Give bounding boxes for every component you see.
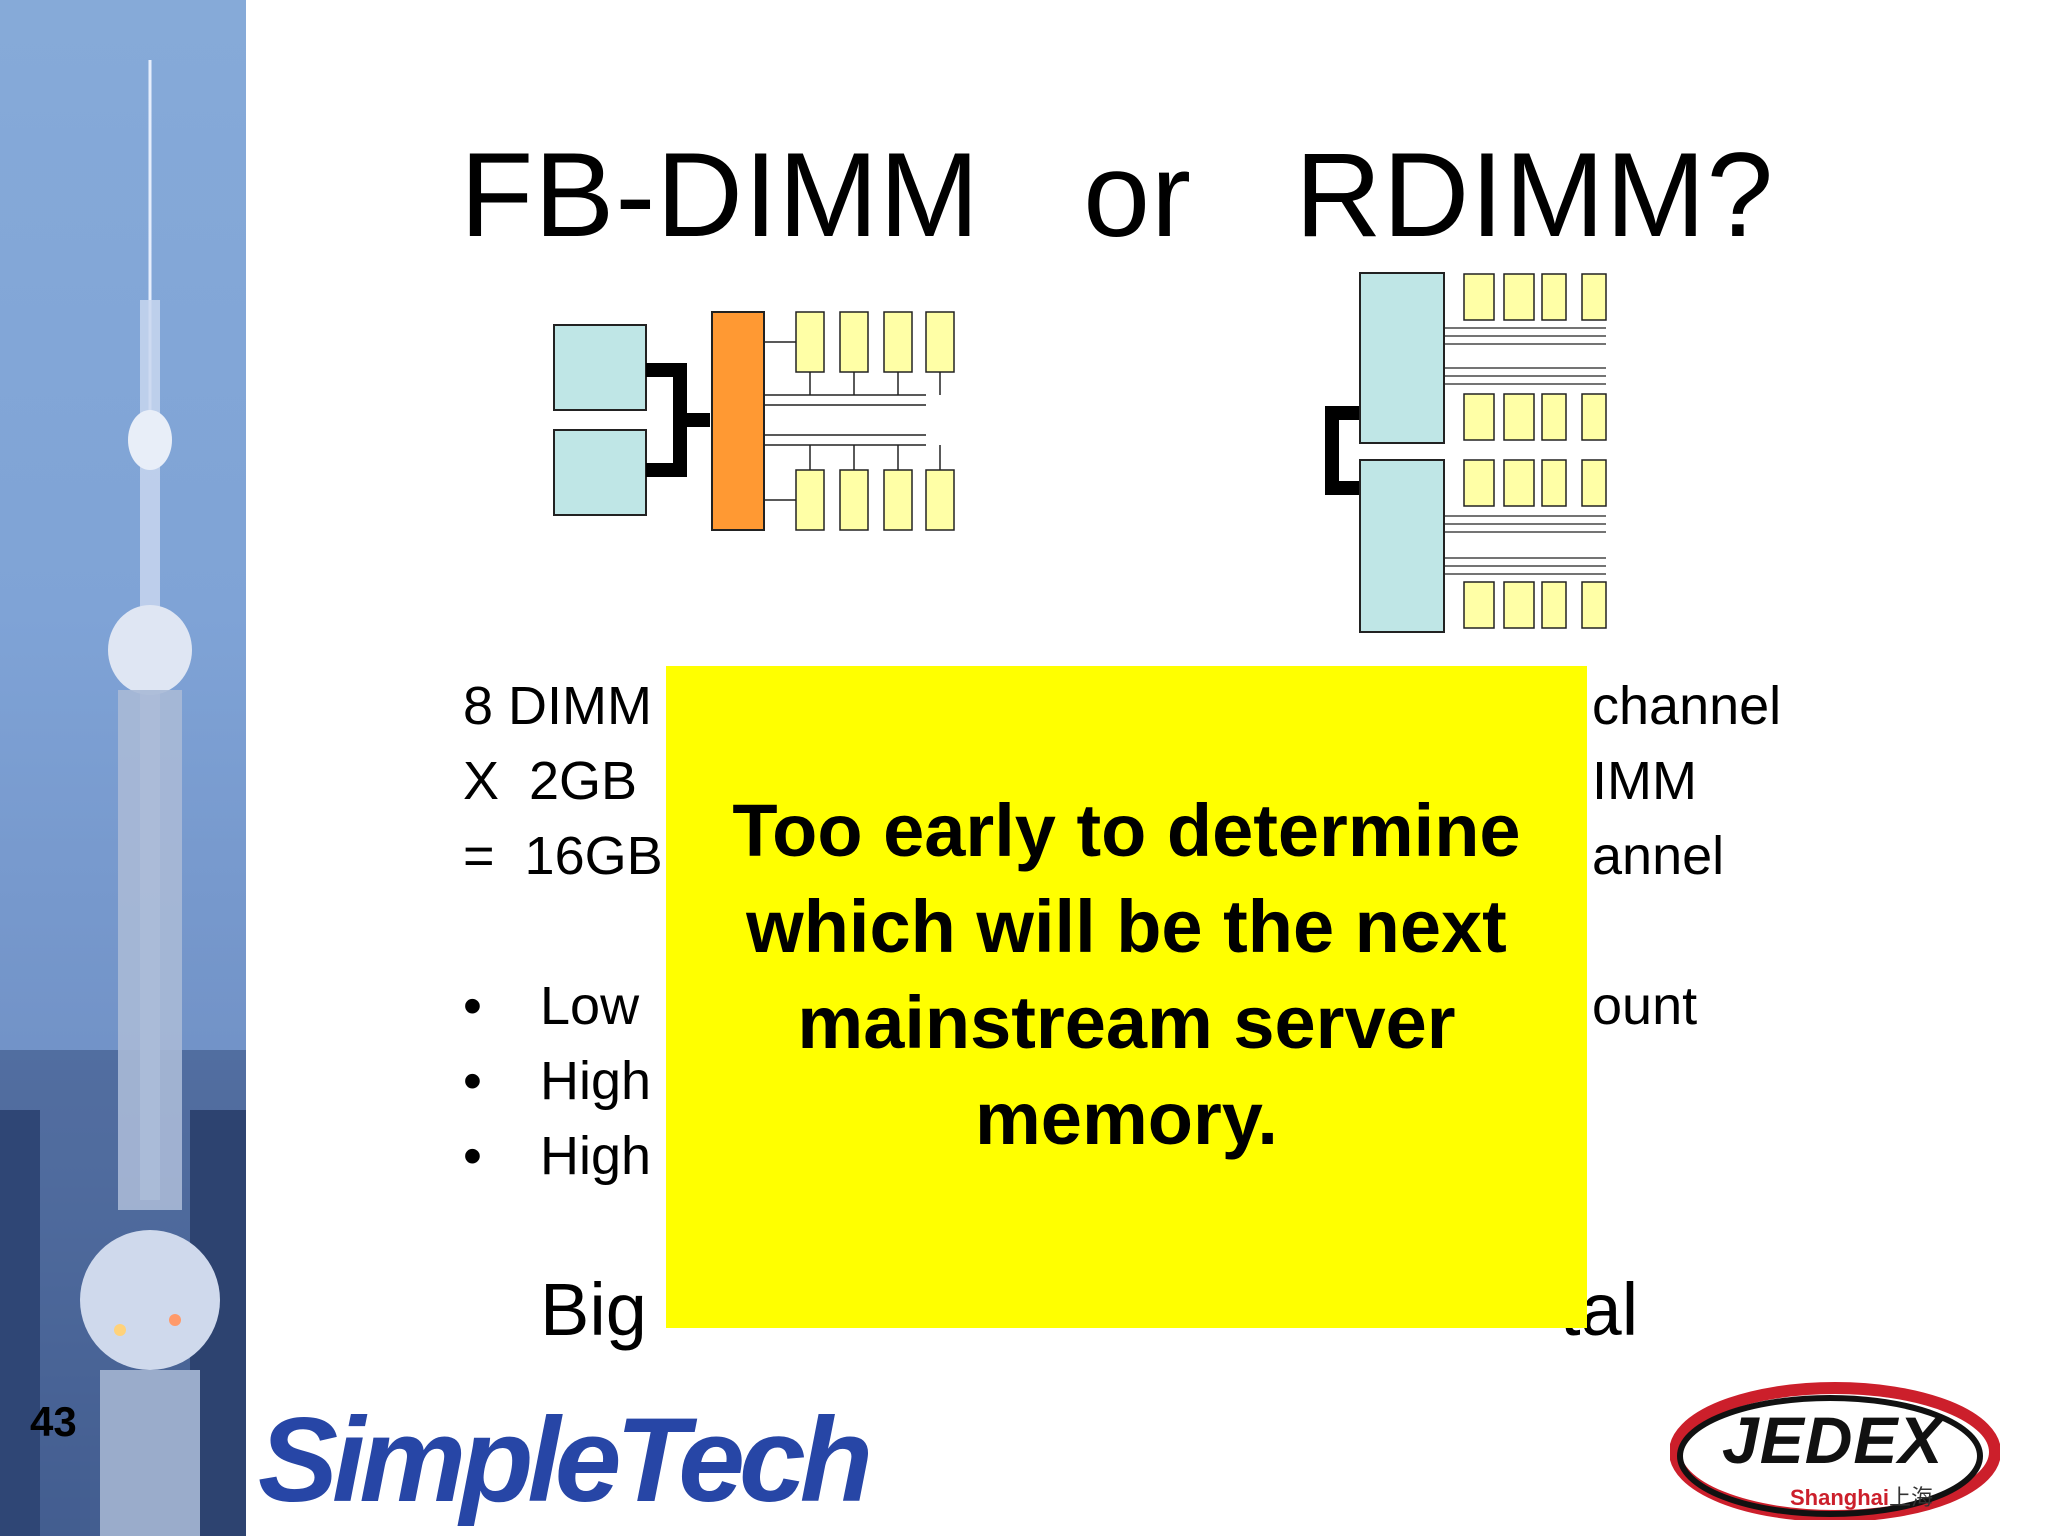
jedex-subtitle-en: Shanghai (1790, 1485, 1890, 1510)
jedex-subtitle: Shanghai上海 (1790, 1480, 1933, 1512)
memory-controller-bottom (1359, 459, 1445, 633)
memory-controller-top (1359, 272, 1445, 444)
callout-text: Too early to determine which will be the… (732, 788, 1521, 1160)
fb-dimm-diagram (553, 311, 955, 531)
bottom-line-start: Big (540, 1268, 647, 1351)
left-line-3: = 16GB (463, 826, 663, 886)
right-line-3: annel (1592, 826, 1725, 886)
right-line-2: IMM (1592, 751, 1697, 811)
bullet-3-text: High (540, 1126, 652, 1186)
bullet-1-text: Low (540, 976, 640, 1036)
bullet-dot: • (463, 976, 482, 1036)
simpletech-logo-text: SimpleTech (258, 1393, 873, 1527)
bullet-dot: • (463, 1051, 482, 1111)
memory-controller-top (553, 324, 647, 411)
jedex-swoosh (1670, 1382, 2000, 1520)
bullet-dot: • (463, 1126, 482, 1186)
left-line-1: 8 DIMM (463, 676, 652, 736)
callout-box: Too early to determine which will be the… (666, 666, 1587, 1328)
jedex-subtitle-cn: 上海 (1889, 1485, 1934, 1510)
right-line-1: channel (1592, 676, 1782, 736)
tv-tower-illustration (0, 60, 246, 1536)
sidebar-photo-panel (0, 0, 246, 1536)
jedex-logo: JEDEX Shanghai上海 (1670, 1380, 2000, 1520)
bullet-2-text: High (540, 1051, 652, 1111)
slide-title: FB-DIMM or RDIMM? (460, 128, 1775, 262)
right-bullet-1-tail: ount (1592, 976, 1698, 1036)
page-number: 43 (30, 1398, 77, 1445)
simpletech-logo: SimpleTech (258, 1393, 873, 1527)
advanced-memory-buffer (711, 311, 765, 531)
rdimm-diagram (1325, 272, 1607, 633)
jedex-logo-text: JEDEX (1722, 1403, 1944, 1477)
left-line-2: X 2GB (463, 751, 638, 811)
memory-controller-bottom (553, 429, 647, 516)
